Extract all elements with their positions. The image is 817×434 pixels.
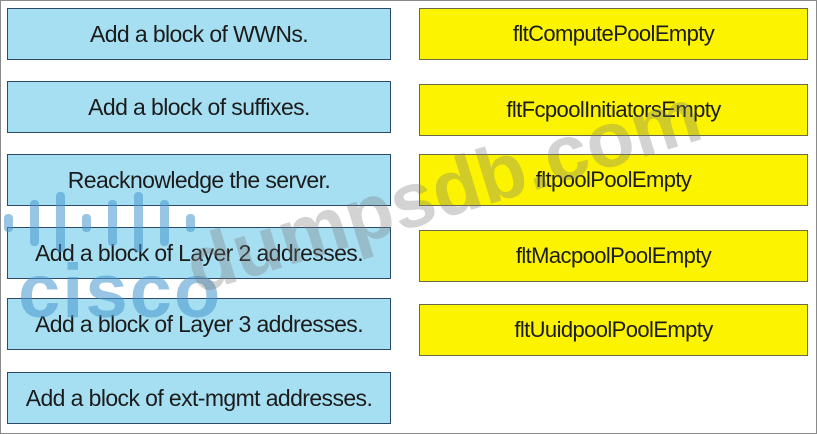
action-item-wwns[interactable]: Add a block of WWNs.	[7, 8, 391, 60]
action-item-reacknowledge[interactable]: Reacknowledge the server.	[7, 154, 391, 206]
fault-item-uuidpool[interactable]: fltUuidpoolPoolEmpty	[419, 304, 808, 356]
action-item-ext-mgmt[interactable]: Add a block of ext-mgmt addresses.	[7, 372, 391, 424]
fault-item-pool[interactable]: fltpoolPoolEmpty	[419, 154, 808, 206]
fault-item-compute-pool[interactable]: fltComputePoolEmpty	[419, 8, 808, 60]
action-item-layer2[interactable]: Add a block of Layer 2 addresses.	[7, 227, 391, 279]
action-item-layer3[interactable]: Add a block of Layer 3 addresses.	[7, 298, 391, 350]
fault-item-macpool[interactable]: fltMacpoolPoolEmpty	[419, 230, 808, 282]
fault-item-fcpool-initiators[interactable]: fltFcpoolInitiatorsEmpty	[419, 84, 808, 136]
action-item-suffixes[interactable]: Add a block of suffixes.	[7, 81, 391, 133]
